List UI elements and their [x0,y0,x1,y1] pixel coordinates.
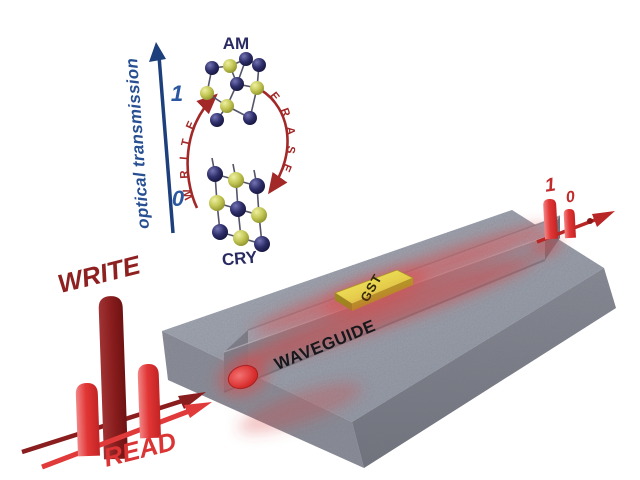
write-erase-cycle: WRITE ERASE [178,88,297,209]
axis-tick-one: 1 [171,81,183,106]
crystalline-atom-navy [249,178,265,194]
crystalline-atom-navy [207,166,223,182]
erase-arc-arrow [260,88,289,195]
optical-mode-spot [227,364,259,390]
amorphous-atom-navy [239,52,253,66]
transmission-axis: optical transmission 1 0 [122,42,185,234]
write-pulse [98,296,128,460]
crystalline-atom-yellow [233,230,249,246]
amorphous-label: AM [223,34,249,53]
output-pulse-one [543,199,558,240]
crystalline-atom-navy [254,236,270,252]
amorphous-atom-yellow [250,81,264,95]
axis-line [157,55,175,234]
axis-title: optical transmission [122,57,153,229]
crystalline-atom-yellow [209,195,225,211]
crystalline-atom-yellow [251,207,267,223]
crystalline-atom-yellow [228,172,244,188]
amorphous-atom-navy [252,58,266,72]
write-input-label: WRITE [55,249,144,299]
amorphous-atom-navy [243,111,257,125]
axis-arrowhead-icon [149,42,166,62]
output-pulse-zero [563,209,576,239]
write-arc-label: WRITE [178,110,192,200]
amorphous-atom-navy [205,61,219,75]
crystalline-atom-navy [230,201,246,217]
amorphous-atom-yellow [223,59,237,73]
amorphous-structure [200,52,266,127]
read-beam-arrowhead-icon [184,402,212,418]
amorphous-atom-yellow [220,99,234,113]
output-bit-zero-label: 0 [565,188,576,206]
amorphous-atom-yellow [200,86,214,100]
svg-text:ERASE: ERASE [267,90,297,183]
crystalline-atom-navy [212,224,228,240]
amorphous-atom-navy [210,113,224,127]
svg-text:WRITE: WRITE [178,110,202,200]
crystalline-label: CRY [221,247,258,269]
gst-left-face [335,293,352,311]
read-pulse-2 [137,364,161,439]
write-arc-arrow [186,93,218,209]
erase-arc-label: ERASE [267,90,287,183]
output-bit-one-label: 1 [544,174,557,196]
output-arrowhead-icon [592,211,615,227]
output-arrow-knob [587,218,593,224]
read-beam-line [41,407,193,470]
write-beam-arrowhead-icon [178,392,206,409]
output-signals: 1 0 [536,174,615,244]
axis-tick-zero: 0 [172,186,185,211]
crystalline-structure [207,157,270,252]
read-pulse-1 [75,383,100,457]
amorphous-atom-navy [230,77,244,91]
